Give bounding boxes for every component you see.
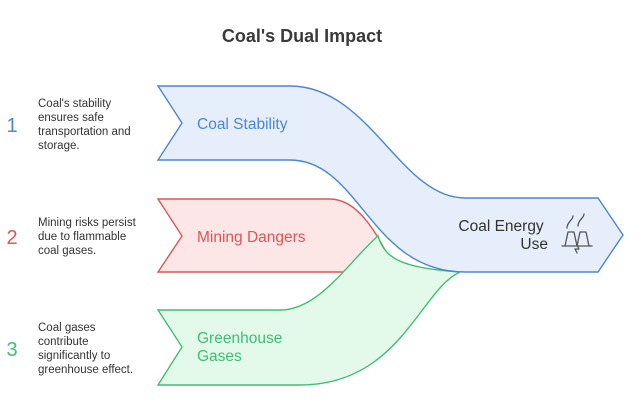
page-title: Coal's Dual Impact	[222, 26, 382, 46]
item-description-3-line: contribute	[38, 336, 89, 348]
mining-dangers-label: Mining Dangers	[197, 229, 306, 246]
coal-energy-use-label: Coal Energy Use	[458, 218, 548, 253]
item-description-1: Coal's stability ensures safe transporta…	[38, 98, 134, 152]
item-description-1-line: Coal's stability	[38, 98, 111, 110]
item-description-1-line: storage.	[38, 140, 80, 152]
item-description-1-line: ensures safe	[38, 112, 104, 124]
greenhouse-gases-label: Greenhouse Gases	[197, 330, 287, 365]
power-plant-icon	[561, 213, 593, 254]
coal-energy-use-label-line: Use	[520, 236, 548, 253]
coal-stability-label: Coal Stability	[197, 116, 288, 133]
item-description-2-line: due to flammable	[38, 231, 126, 243]
greenhouse-gases-label-line: Gases	[197, 348, 242, 365]
item-description-3: Coal gases contribute significantly to g…	[38, 322, 133, 376]
item-description-2-line: coal gases.	[38, 245, 96, 257]
item-description-2-line: Mining risks persist	[38, 217, 137, 229]
item-description-1-line: transportation and	[38, 126, 131, 138]
coal-stability-arrow	[156, 85, 624, 273]
item-description-3-line: greenhouse effect.	[38, 364, 133, 376]
item-description-3-line: significantly to	[38, 350, 110, 362]
item-description-2: Mining risks persist due to flammable co…	[38, 217, 139, 257]
greenhouse-gases-arrow	[156, 234, 461, 386]
item-description-3-line: Coal gases	[38, 322, 96, 334]
item-number-3: 3	[6, 339, 17, 361]
coal-energy-use-label-line: Coal Energy	[458, 218, 544, 235]
item-number-2: 2	[6, 227, 17, 249]
item-number-1: 1	[6, 115, 17, 137]
greenhouse-gases-label-line: Greenhouse	[197, 330, 282, 347]
